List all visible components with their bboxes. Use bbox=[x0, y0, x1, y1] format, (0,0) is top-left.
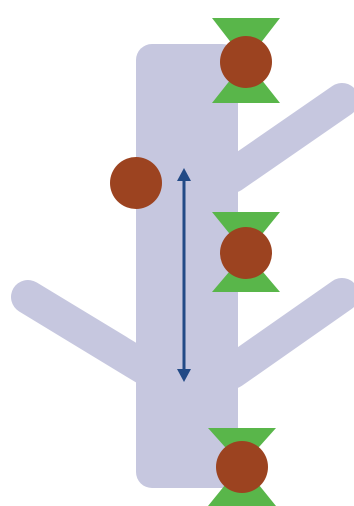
middle-ball bbox=[220, 227, 272, 279]
middle-clamp-ball bbox=[212, 212, 280, 292]
arrow-head-down bbox=[177, 369, 191, 382]
top-clamp-ball bbox=[212, 18, 280, 103]
top-ball bbox=[220, 36, 272, 88]
double-headed-arrow bbox=[177, 168, 191, 382]
middle-right-branch bbox=[215, 278, 354, 389]
bottom-clamp-ball bbox=[208, 428, 276, 506]
free-ball-left bbox=[110, 157, 162, 209]
vertical-trunk bbox=[136, 44, 238, 488]
left-branch bbox=[11, 280, 162, 385]
arrow-head-up bbox=[177, 168, 191, 181]
upper-right-branch bbox=[215, 83, 354, 193]
bottom-ball bbox=[216, 441, 268, 493]
